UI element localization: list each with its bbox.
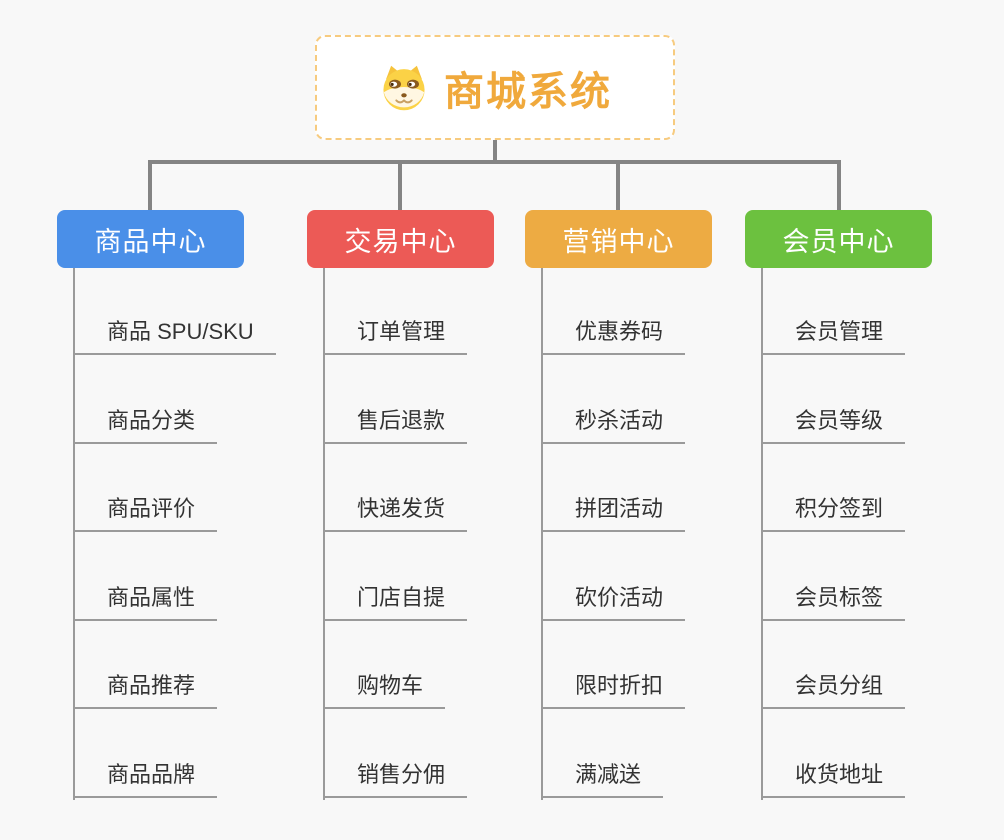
leaf-node[interactable]: 满减送 bbox=[541, 760, 664, 798]
connector-bus-line bbox=[148, 160, 841, 164]
leaf-node[interactable]: 会员标签 bbox=[761, 583, 906, 621]
branch-node-marketing-center[interactable]: 营销中心 bbox=[525, 210, 712, 268]
branch-column-marketing: 营销中心 优惠券码 秒杀活动 拼团活动 砍价活动 限时折扣 满减送 bbox=[525, 210, 712, 822]
leaf-node[interactable]: 拼团活动 bbox=[541, 494, 686, 532]
leaf-node[interactable]: 订单管理 bbox=[323, 317, 468, 355]
leaf-node[interactable]: 快递发货 bbox=[323, 494, 468, 532]
branch-column-trade: 交易中心 订单管理 售后退款 快递发货 门店自提 购物车 销售分佣 bbox=[307, 210, 494, 822]
leaf-node[interactable]: 购物车 bbox=[323, 671, 446, 709]
connector-root-stub bbox=[493, 140, 497, 164]
branch-column-member: 会员中心 会员管理 会员等级 积分签到 会员标签 会员分组 收货地址 bbox=[745, 210, 932, 822]
connector-stub-trade bbox=[398, 160, 402, 210]
leaf-node[interactable]: 砍价活动 bbox=[541, 583, 686, 621]
leaf-node[interactable]: 商品推荐 bbox=[73, 671, 218, 709]
leaf-node[interactable]: 门店自提 bbox=[323, 583, 468, 621]
leaf-node[interactable]: 收货地址 bbox=[761, 760, 906, 798]
branch-label: 营销中心 bbox=[562, 226, 675, 257]
branch-node-member-center[interactable]: 会员中心 bbox=[745, 210, 932, 268]
connector-stub-member bbox=[837, 160, 841, 210]
leaf-node[interactable]: 商品评价 bbox=[73, 494, 218, 532]
leaf-node[interactable]: 商品属性 bbox=[73, 583, 218, 621]
root-node[interactable]: 商城系统 bbox=[315, 35, 675, 140]
branch-node-trade-center[interactable]: 交易中心 bbox=[307, 210, 494, 268]
connector-stub-product bbox=[148, 160, 152, 210]
leaf-node[interactable]: 售后退款 bbox=[323, 406, 468, 444]
branch-label: 交易中心 bbox=[344, 226, 457, 257]
dog-face-icon bbox=[378, 64, 430, 112]
leaf-node[interactable]: 会员管理 bbox=[761, 317, 906, 355]
leaf-node[interactable]: 销售分佣 bbox=[323, 760, 468, 798]
leaf-node[interactable]: 商品品牌 bbox=[73, 760, 218, 798]
branch-label: 商品中心 bbox=[94, 226, 207, 257]
leaf-node[interactable]: 秒杀活动 bbox=[541, 406, 686, 444]
branch-connector-line bbox=[761, 268, 763, 800]
leaf-node[interactable]: 积分签到 bbox=[761, 494, 906, 532]
root-title: 商城系统 bbox=[444, 69, 612, 114]
leaf-node[interactable]: 会员等级 bbox=[761, 406, 906, 444]
leaf-node[interactable]: 商品 SPU/SKU bbox=[73, 317, 276, 355]
branch-connector-line bbox=[73, 268, 75, 800]
branch-label: 会员中心 bbox=[782, 226, 895, 257]
branch-connector-line bbox=[541, 268, 543, 800]
leaf-node[interactable]: 限时折扣 bbox=[541, 671, 686, 709]
leaf-node[interactable]: 会员分组 bbox=[761, 671, 906, 709]
connector-stub-marketing bbox=[616, 160, 620, 210]
leaf-node[interactable]: 优惠券码 bbox=[541, 317, 686, 355]
branch-connector-line bbox=[323, 268, 325, 800]
branch-column-product: 商品中心 商品 SPU/SKU 商品分类 商品评价 商品属性 商品推荐 商品品牌 bbox=[57, 210, 276, 822]
leaf-node[interactable]: 商品分类 bbox=[73, 406, 218, 444]
branch-node-product-center[interactable]: 商品中心 bbox=[57, 210, 244, 268]
